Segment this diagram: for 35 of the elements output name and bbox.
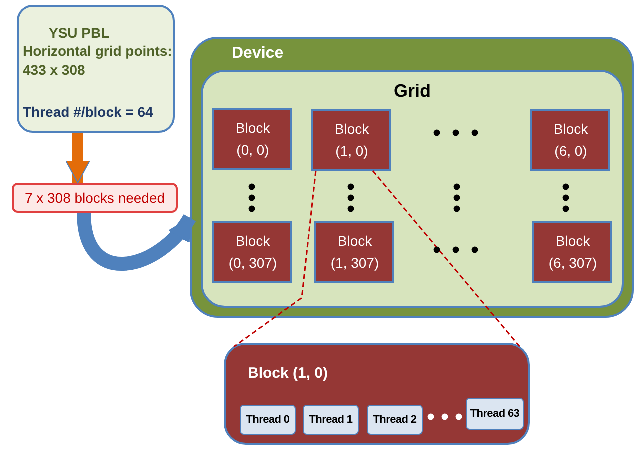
thread-label: Thread 63	[469, 406, 521, 422]
result-text: 7 x 308 blocks needed	[24, 188, 166, 208]
block-label: Block (6, 307)	[548, 232, 598, 273]
thread-box	[240, 405, 296, 435]
thread-label: Thread 0	[245, 412, 291, 428]
thread-box	[303, 405, 359, 435]
thread-box	[367, 405, 423, 435]
block-arrow	[66, 133, 90, 184]
block-box	[212, 221, 292, 283]
grid-title: Grid	[392, 80, 432, 103]
result-box	[12, 183, 178, 213]
block-label: Block (1, 307)	[330, 232, 380, 273]
block-size-text: Thread #/block = 64	[23, 103, 154, 122]
block-box	[212, 108, 292, 170]
info-box	[17, 5, 175, 133]
block-box	[311, 109, 391, 171]
block-detail-box	[224, 343, 530, 445]
grid-points-text: Horizontal grid points: 433 x 308	[23, 42, 173, 80]
heading-text: YSU PBL	[49, 24, 110, 43]
block-label: Block (0, 0)	[234, 119, 272, 160]
dashed-line	[372, 170, 521, 348]
block-label: Block (0, 307)	[228, 232, 278, 273]
thread-label: Thread 1	[308, 412, 354, 428]
grid-container	[201, 70, 624, 308]
thread-box	[466, 398, 524, 430]
thread-label: Thread 2	[372, 412, 418, 428]
block-label: Block (1, 0)	[334, 120, 370, 161]
block-box	[532, 221, 612, 283]
block-box	[314, 221, 394, 283]
block-label: Block (6, 0)	[552, 120, 590, 161]
block-detail-title: Block (1, 0)	[248, 364, 328, 384]
device-title: Device	[232, 44, 284, 64]
device-container	[190, 37, 634, 318]
dashed-line	[234, 170, 317, 348]
block-box	[530, 109, 610, 171]
